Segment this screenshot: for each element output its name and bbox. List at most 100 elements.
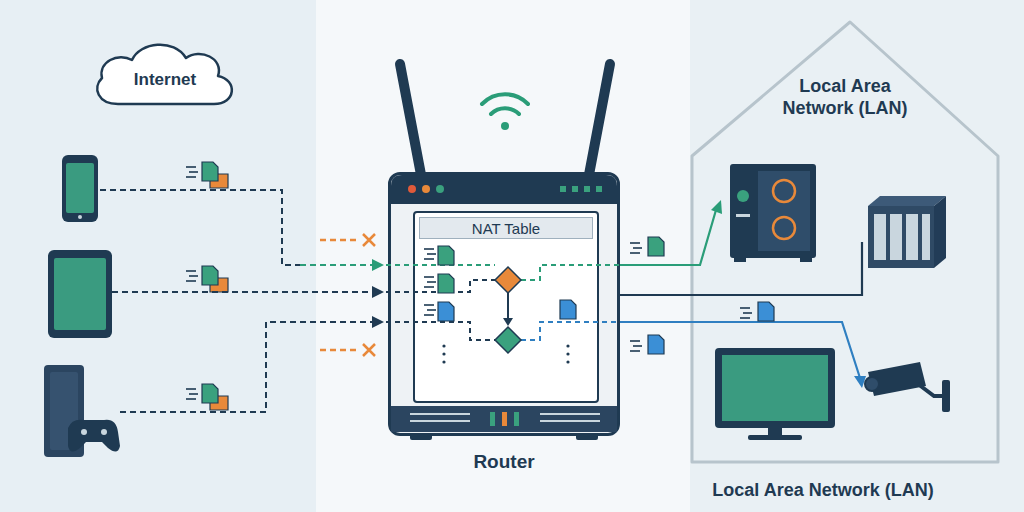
wifi-symbol bbox=[482, 94, 528, 104]
security-camera bbox=[868, 362, 926, 396]
nat-flowchart bbox=[503, 318, 513, 326]
desktop-pc bbox=[730, 164, 816, 262]
nas-storage bbox=[934, 196, 946, 268]
phone-device bbox=[62, 155, 98, 222]
desktop-pc bbox=[730, 164, 816, 258]
lan-house-outline bbox=[692, 22, 998, 462]
nas-storage bbox=[922, 214, 930, 260]
blocked-connection bbox=[363, 344, 375, 356]
router-antenna bbox=[588, 64, 610, 180]
security-camera bbox=[918, 384, 944, 396]
router-bottom-band bbox=[502, 412, 507, 426]
router-top-band bbox=[391, 175, 617, 204]
router-top-band bbox=[436, 185, 444, 193]
desktop-pc bbox=[758, 171, 810, 251]
security-camera bbox=[942, 380, 950, 412]
game-console bbox=[44, 365, 120, 457]
router-top-band bbox=[391, 175, 617, 204]
desktop-pc bbox=[773, 180, 795, 202]
nat-flowchart bbox=[442, 360, 445, 363]
router-bottom-band bbox=[391, 406, 617, 432]
television bbox=[748, 435, 802, 440]
cloud-shape: Internet bbox=[88, 38, 242, 112]
lan-connection bbox=[620, 322, 860, 378]
incoming-dashed-line bbox=[112, 291, 372, 293]
arrow-head bbox=[372, 259, 384, 271]
incoming-dashed-line bbox=[100, 190, 300, 265]
data-packet bbox=[648, 335, 664, 354]
lan-connection bbox=[620, 210, 716, 265]
router-bottom-band bbox=[410, 413, 470, 415]
nat-flowchart bbox=[442, 352, 445, 355]
wifi-symbol bbox=[482, 94, 528, 130]
game-console bbox=[81, 429, 87, 435]
nat-flowchart bbox=[566, 352, 569, 355]
game-console bbox=[68, 420, 120, 452]
router-bottom-band bbox=[576, 434, 598, 440]
nat-flowchart bbox=[560, 300, 576, 319]
television bbox=[768, 428, 782, 436]
nat-flowchart bbox=[386, 280, 495, 292]
nas-storage bbox=[890, 214, 902, 260]
desktop-pc bbox=[736, 214, 750, 217]
router-bottom-band bbox=[410, 420, 470, 422]
lan-connection bbox=[620, 242, 862, 295]
nas-storage bbox=[868, 196, 946, 268]
nat-flowchart bbox=[386, 264, 495, 266]
node-label: NAT Table bbox=[419, 217, 593, 239]
background-panels bbox=[690, 0, 1024, 512]
router-top-band bbox=[572, 186, 578, 192]
node-label: Internet bbox=[88, 70, 242, 90]
nat-flowchart bbox=[438, 246, 454, 265]
desktop-pc bbox=[773, 217, 795, 239]
router-top-band bbox=[408, 185, 416, 193]
router-bottom-band bbox=[410, 434, 432, 440]
blocked-connection bbox=[320, 234, 375, 356]
nas-storage bbox=[868, 206, 934, 268]
blocked-connection bbox=[320, 239, 356, 242]
node-label: Local Area Network (LAN) bbox=[770, 76, 920, 119]
data-packet bbox=[186, 162, 228, 188]
data-packet bbox=[648, 237, 664, 256]
nas-storage bbox=[906, 214, 918, 260]
wifi-symbol bbox=[501, 122, 509, 130]
blocked-connection bbox=[363, 234, 375, 246]
arrow-head bbox=[711, 200, 722, 214]
router-bottom-band bbox=[410, 414, 600, 421]
lan-connection bbox=[620, 210, 862, 378]
router-top-band bbox=[584, 186, 590, 192]
nat-flowchart bbox=[438, 302, 454, 321]
phone-device bbox=[78, 215, 82, 219]
data-packet bbox=[186, 162, 228, 410]
nat-flowchart bbox=[386, 322, 495, 340]
nat-flowchart bbox=[495, 327, 521, 353]
tablet-device bbox=[48, 250, 112, 338]
router-bottom-band bbox=[391, 406, 617, 440]
data-packet bbox=[630, 341, 642, 351]
nat-flowchart bbox=[424, 249, 436, 259]
arrow-head bbox=[711, 200, 866, 388]
nat-flowchart bbox=[386, 246, 620, 364]
nas-storage bbox=[874, 214, 886, 260]
game-console bbox=[44, 365, 84, 457]
incoming-dashed-line bbox=[300, 264, 372, 266]
television bbox=[715, 348, 835, 440]
tablet-device bbox=[54, 258, 106, 330]
desktop-pc bbox=[737, 190, 749, 202]
security-camera bbox=[865, 377, 879, 391]
background-panels bbox=[316, 0, 690, 512]
nas-storage bbox=[868, 196, 946, 206]
data-packet bbox=[630, 237, 774, 354]
nat-flowchart bbox=[424, 277, 436, 287]
nat-flowchart bbox=[521, 265, 620, 280]
television bbox=[715, 348, 835, 428]
nat-flowchart bbox=[566, 344, 569, 347]
desktop-pc bbox=[734, 258, 746, 262]
wifi-symbol bbox=[491, 108, 519, 114]
router-top-band bbox=[596, 186, 602, 192]
nat-flowchart bbox=[521, 322, 620, 340]
router-antenna bbox=[400, 64, 610, 180]
router-box: RouterNAT Table bbox=[388, 172, 620, 436]
incoming-dashed-line bbox=[120, 322, 372, 412]
